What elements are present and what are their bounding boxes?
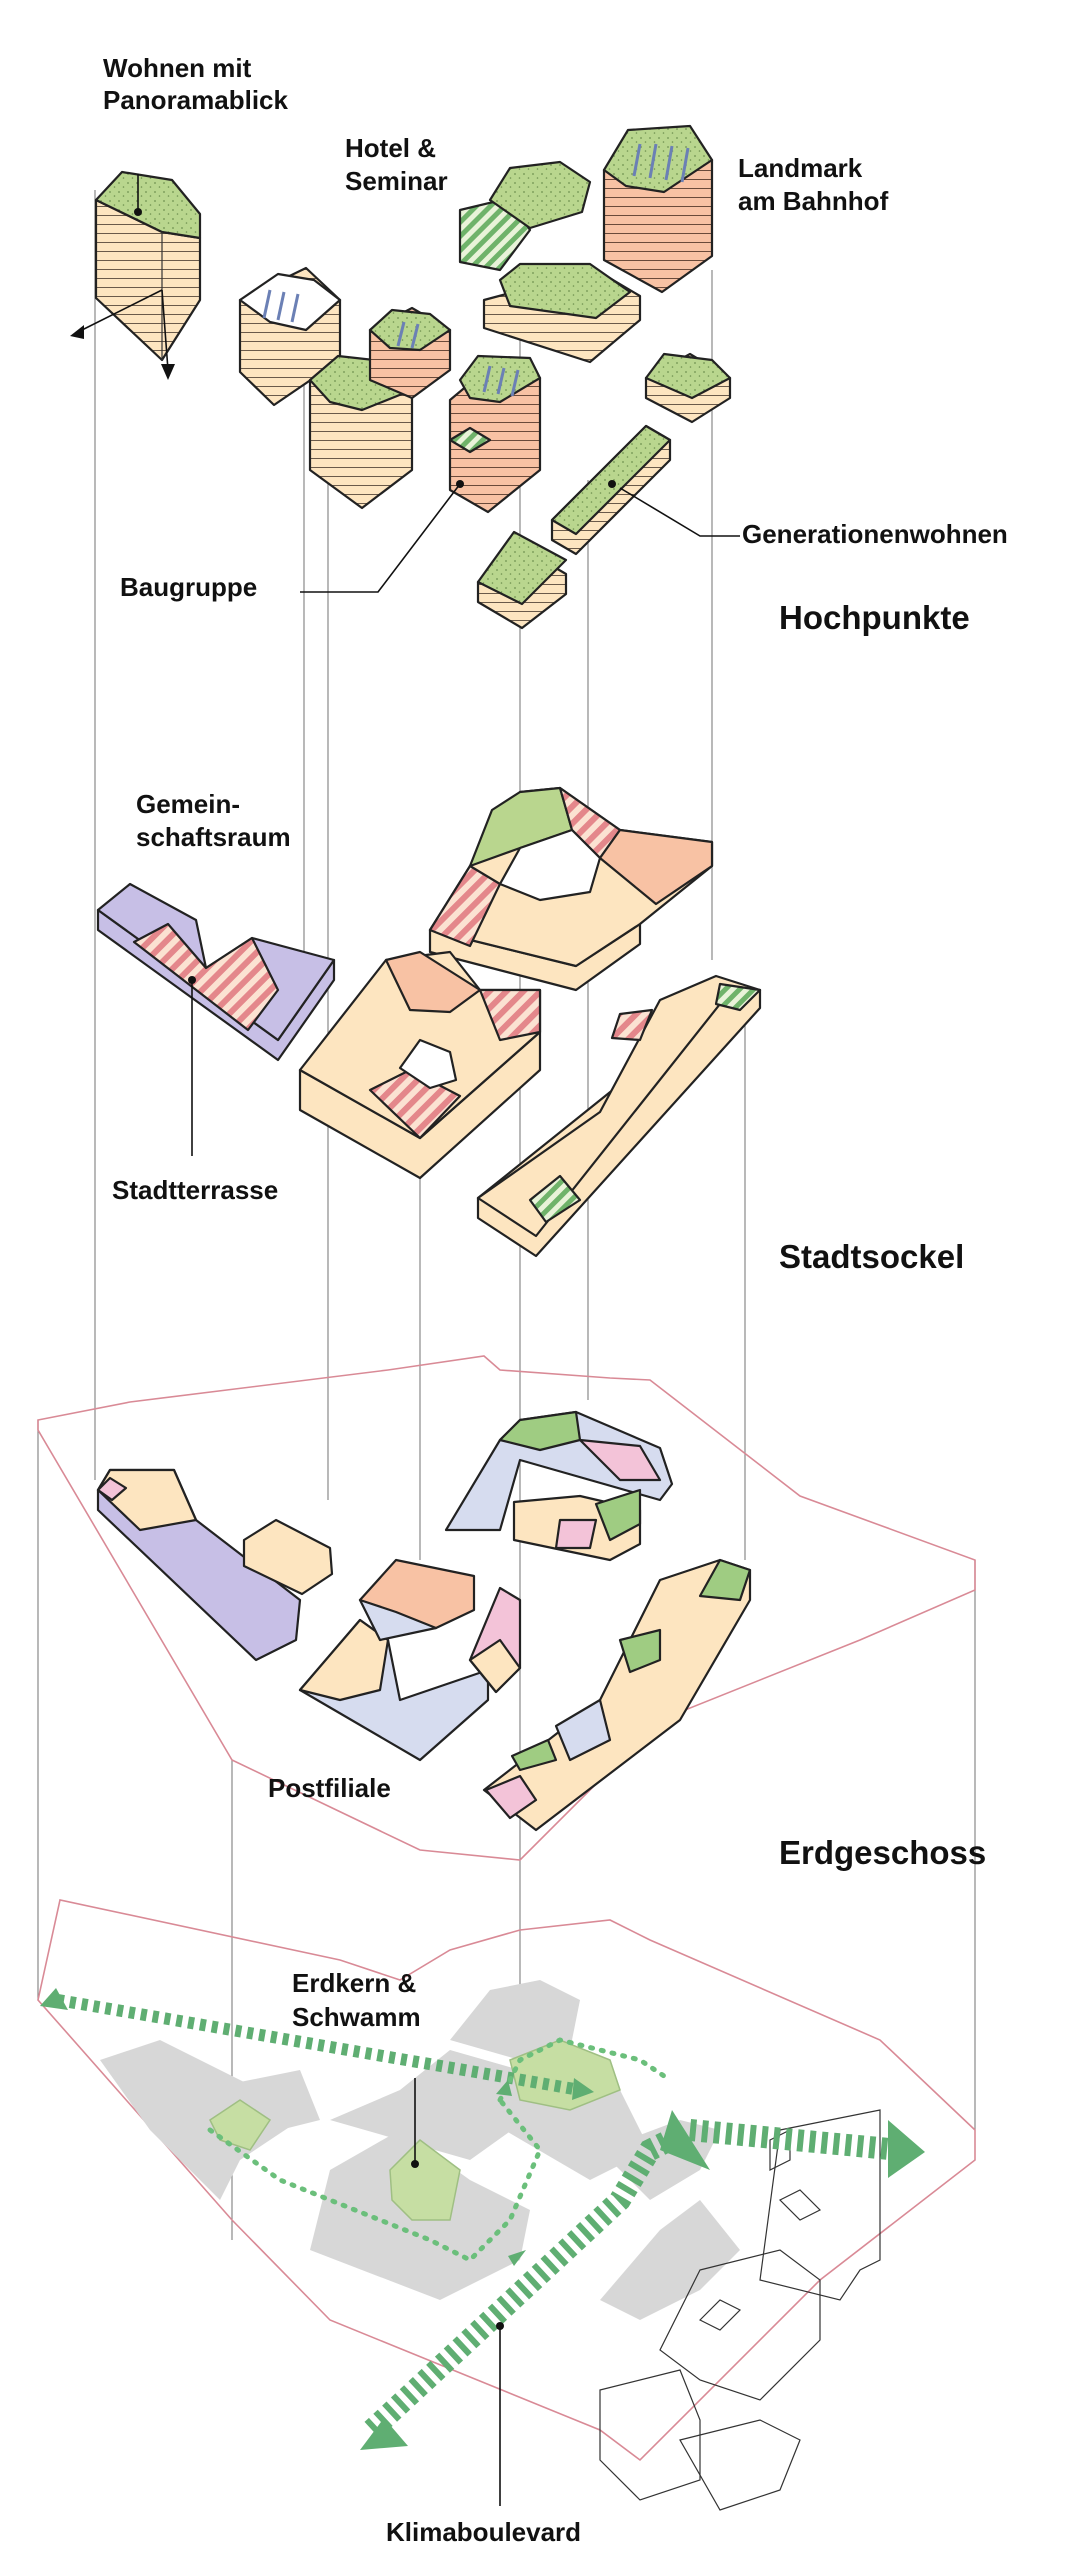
building-small-bottom	[476, 530, 568, 630]
diagram-labels: Wohnen mit Panoramablick Hotel & Seminar…	[103, 53, 1008, 2547]
label-landmark-2: am Bahnhof	[738, 186, 889, 216]
building-hotel-green-left	[308, 306, 452, 510]
label-klimaboulevard: Klimaboulevard	[386, 2517, 581, 2547]
layer-title-stadtsockel: Stadtsockel	[779, 1238, 964, 1275]
layer-klima	[37, 1899, 976, 2511]
label-postfiliale: Postfiliale	[268, 1773, 391, 1803]
label-gemein-1: Gemein-	[136, 789, 240, 819]
label-wohnen-2: Panoramablick	[103, 85, 289, 115]
label-generationenwohnen: Generationenwohnen	[742, 519, 1008, 549]
label-baugruppe: Baugruppe	[120, 572, 257, 602]
label-wohnen-1: Wohnen mit	[103, 53, 252, 83]
building-generationenwohnen	[550, 424, 672, 556]
existing-buildings	[599, 2109, 881, 2511]
building-small-right	[644, 352, 732, 424]
label-stadtterrasse: Stadtterrasse	[112, 1175, 278, 1205]
sockel-north	[428, 786, 714, 992]
label-erdkern-2: Schwamm	[292, 2002, 421, 2032]
layer-title-hochpunkte: Hochpunkte	[779, 599, 970, 636]
layer-hochpunkte	[70, 124, 732, 630]
building-hotel-seminar	[458, 160, 642, 364]
building-solar-left	[238, 266, 342, 407]
tower-panorama	[70, 170, 202, 380]
label-gemein-2: schaftsraum	[136, 822, 291, 852]
sockel-stadtterrasse	[298, 950, 542, 1180]
sockel-generationen	[476, 974, 762, 1258]
label-hotel-1: Hotel &	[345, 133, 436, 163]
sockel-gemeinschaftsraum	[96, 882, 336, 1062]
layer-title-erdgeschoss: Erdgeschoss	[779, 1834, 986, 1871]
label-hotel-2: Seminar	[345, 166, 448, 196]
label-landmark-1: Landmark	[738, 153, 863, 183]
layer-stadtsockel	[96, 786, 762, 1258]
building-baugruppe	[448, 354, 542, 514]
leader-lines	[134, 174, 740, 2506]
layer-erdgeschoss	[37, 1355, 976, 1861]
label-erdkern-1: Erdkern &	[292, 1968, 416, 1998]
building-landmark-bahnhof	[602, 124, 714, 294]
